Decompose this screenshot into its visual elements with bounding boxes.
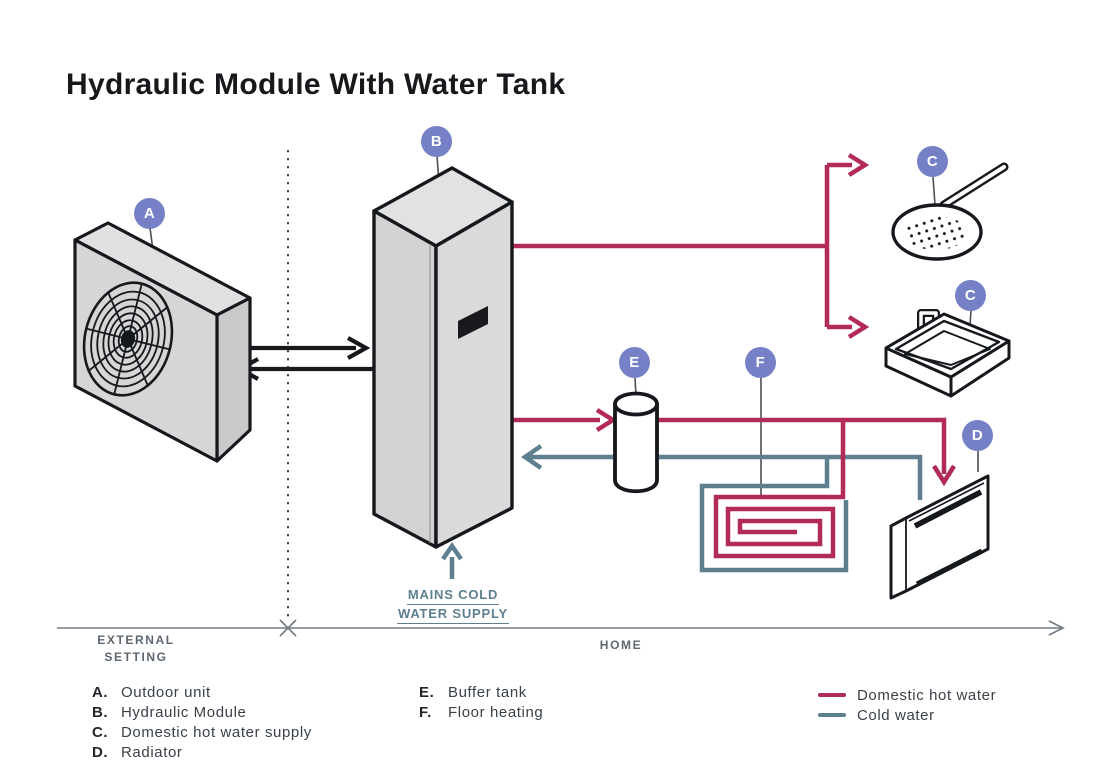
badge-a: A xyxy=(134,198,165,229)
badge-f: F xyxy=(745,347,776,378)
legend-key: A. xyxy=(92,684,109,701)
external-line1: EXTERNAL xyxy=(97,633,175,647)
external-setting-label: EXTERNAL SETTING xyxy=(72,632,200,666)
cold-arrow-left-icon xyxy=(521,444,543,470)
axis-right-arrow-icon xyxy=(1048,620,1065,636)
legend-label: Cold water xyxy=(857,706,935,724)
legend-key: D. xyxy=(92,744,109,761)
zone-axis-line xyxy=(57,619,1065,637)
axis-cut-mark-icon xyxy=(279,619,297,637)
page-title: Hydraulic Module With Water Tank xyxy=(66,68,566,101)
mains-cold-arrow-icon xyxy=(441,542,463,579)
legend-column-2: E. Buffer tank F. Floor heating xyxy=(419,684,543,724)
hot-water-swatch xyxy=(818,692,846,698)
floor-heating-hot-coil xyxy=(713,420,846,559)
hot-arrow-shower-icon xyxy=(847,153,870,177)
hot-water-line xyxy=(512,153,956,559)
outdoor-unit-drawing xyxy=(73,221,252,463)
floor-heating-cold-loop xyxy=(699,457,849,573)
shower-head-icon xyxy=(891,162,1009,261)
legend-label: Radiator xyxy=(121,744,183,761)
legend-item-a: A. Outdoor unit xyxy=(92,684,312,704)
arrow-right-icon xyxy=(346,336,371,360)
cold-water-swatch xyxy=(818,712,846,718)
legend-item-c: C. Domestic hot water supply xyxy=(92,724,312,744)
legend-key: F. xyxy=(419,704,432,721)
module-display-panel xyxy=(458,306,488,339)
radiator-icon xyxy=(889,474,990,600)
legend-item-e: E. Buffer tank xyxy=(419,684,543,704)
legend-label: Domestic hot water xyxy=(857,686,997,704)
legend-label: Buffer tank xyxy=(448,684,527,701)
legend-label: Domestic hot water supply xyxy=(121,724,312,741)
badge-d: D xyxy=(962,420,993,451)
legend-hot-water: Domestic hot water xyxy=(818,685,996,705)
legend-label: Outdoor unit xyxy=(121,684,211,701)
legend-label: Hydraulic Module xyxy=(121,704,247,721)
legend-key: E. xyxy=(419,684,435,701)
badge-c-sink: C xyxy=(955,280,986,311)
mains-line1: MAINS COLD xyxy=(406,586,500,605)
cold-water-line xyxy=(441,444,923,579)
legend-key: B. xyxy=(92,704,109,721)
hydraulic-module-drawing xyxy=(372,166,514,549)
legend-cold-water: Cold water xyxy=(818,705,996,725)
legend-item-d: D. Radiator xyxy=(92,744,312,764)
external-line2: SETTING xyxy=(104,650,168,664)
badge-leader-lines xyxy=(149,155,979,499)
line-legend: Domestic hot water Cold water xyxy=(818,685,996,725)
sink-icon xyxy=(884,309,1011,398)
hot-arrow-radiator-icon xyxy=(932,464,956,487)
buffer-tank-icon xyxy=(613,391,659,494)
mains-line2: WATER SUPPLY xyxy=(396,605,509,624)
badge-e: E xyxy=(619,347,650,378)
legend-item-b: B. Hydraulic Module xyxy=(92,704,312,724)
legend-column-1: A. Outdoor unit B. Hydraulic Module C. D… xyxy=(92,684,312,764)
badge-b: B xyxy=(421,126,452,157)
refrigerant-arrows xyxy=(235,336,376,381)
badge-c-shower: C xyxy=(917,146,948,177)
legend-key: C. xyxy=(92,724,109,741)
hot-arrow-tank-icon xyxy=(595,408,618,432)
fan-icon xyxy=(82,281,174,397)
mains-cold-water-label: MAINS COLD WATER SUPPLY xyxy=(387,586,519,624)
legend-item-f: F. Floor heating xyxy=(419,704,543,724)
legend-label: Floor heating xyxy=(448,704,544,721)
home-label: HOME xyxy=(599,638,643,652)
hot-arrow-sink-icon xyxy=(847,315,870,339)
